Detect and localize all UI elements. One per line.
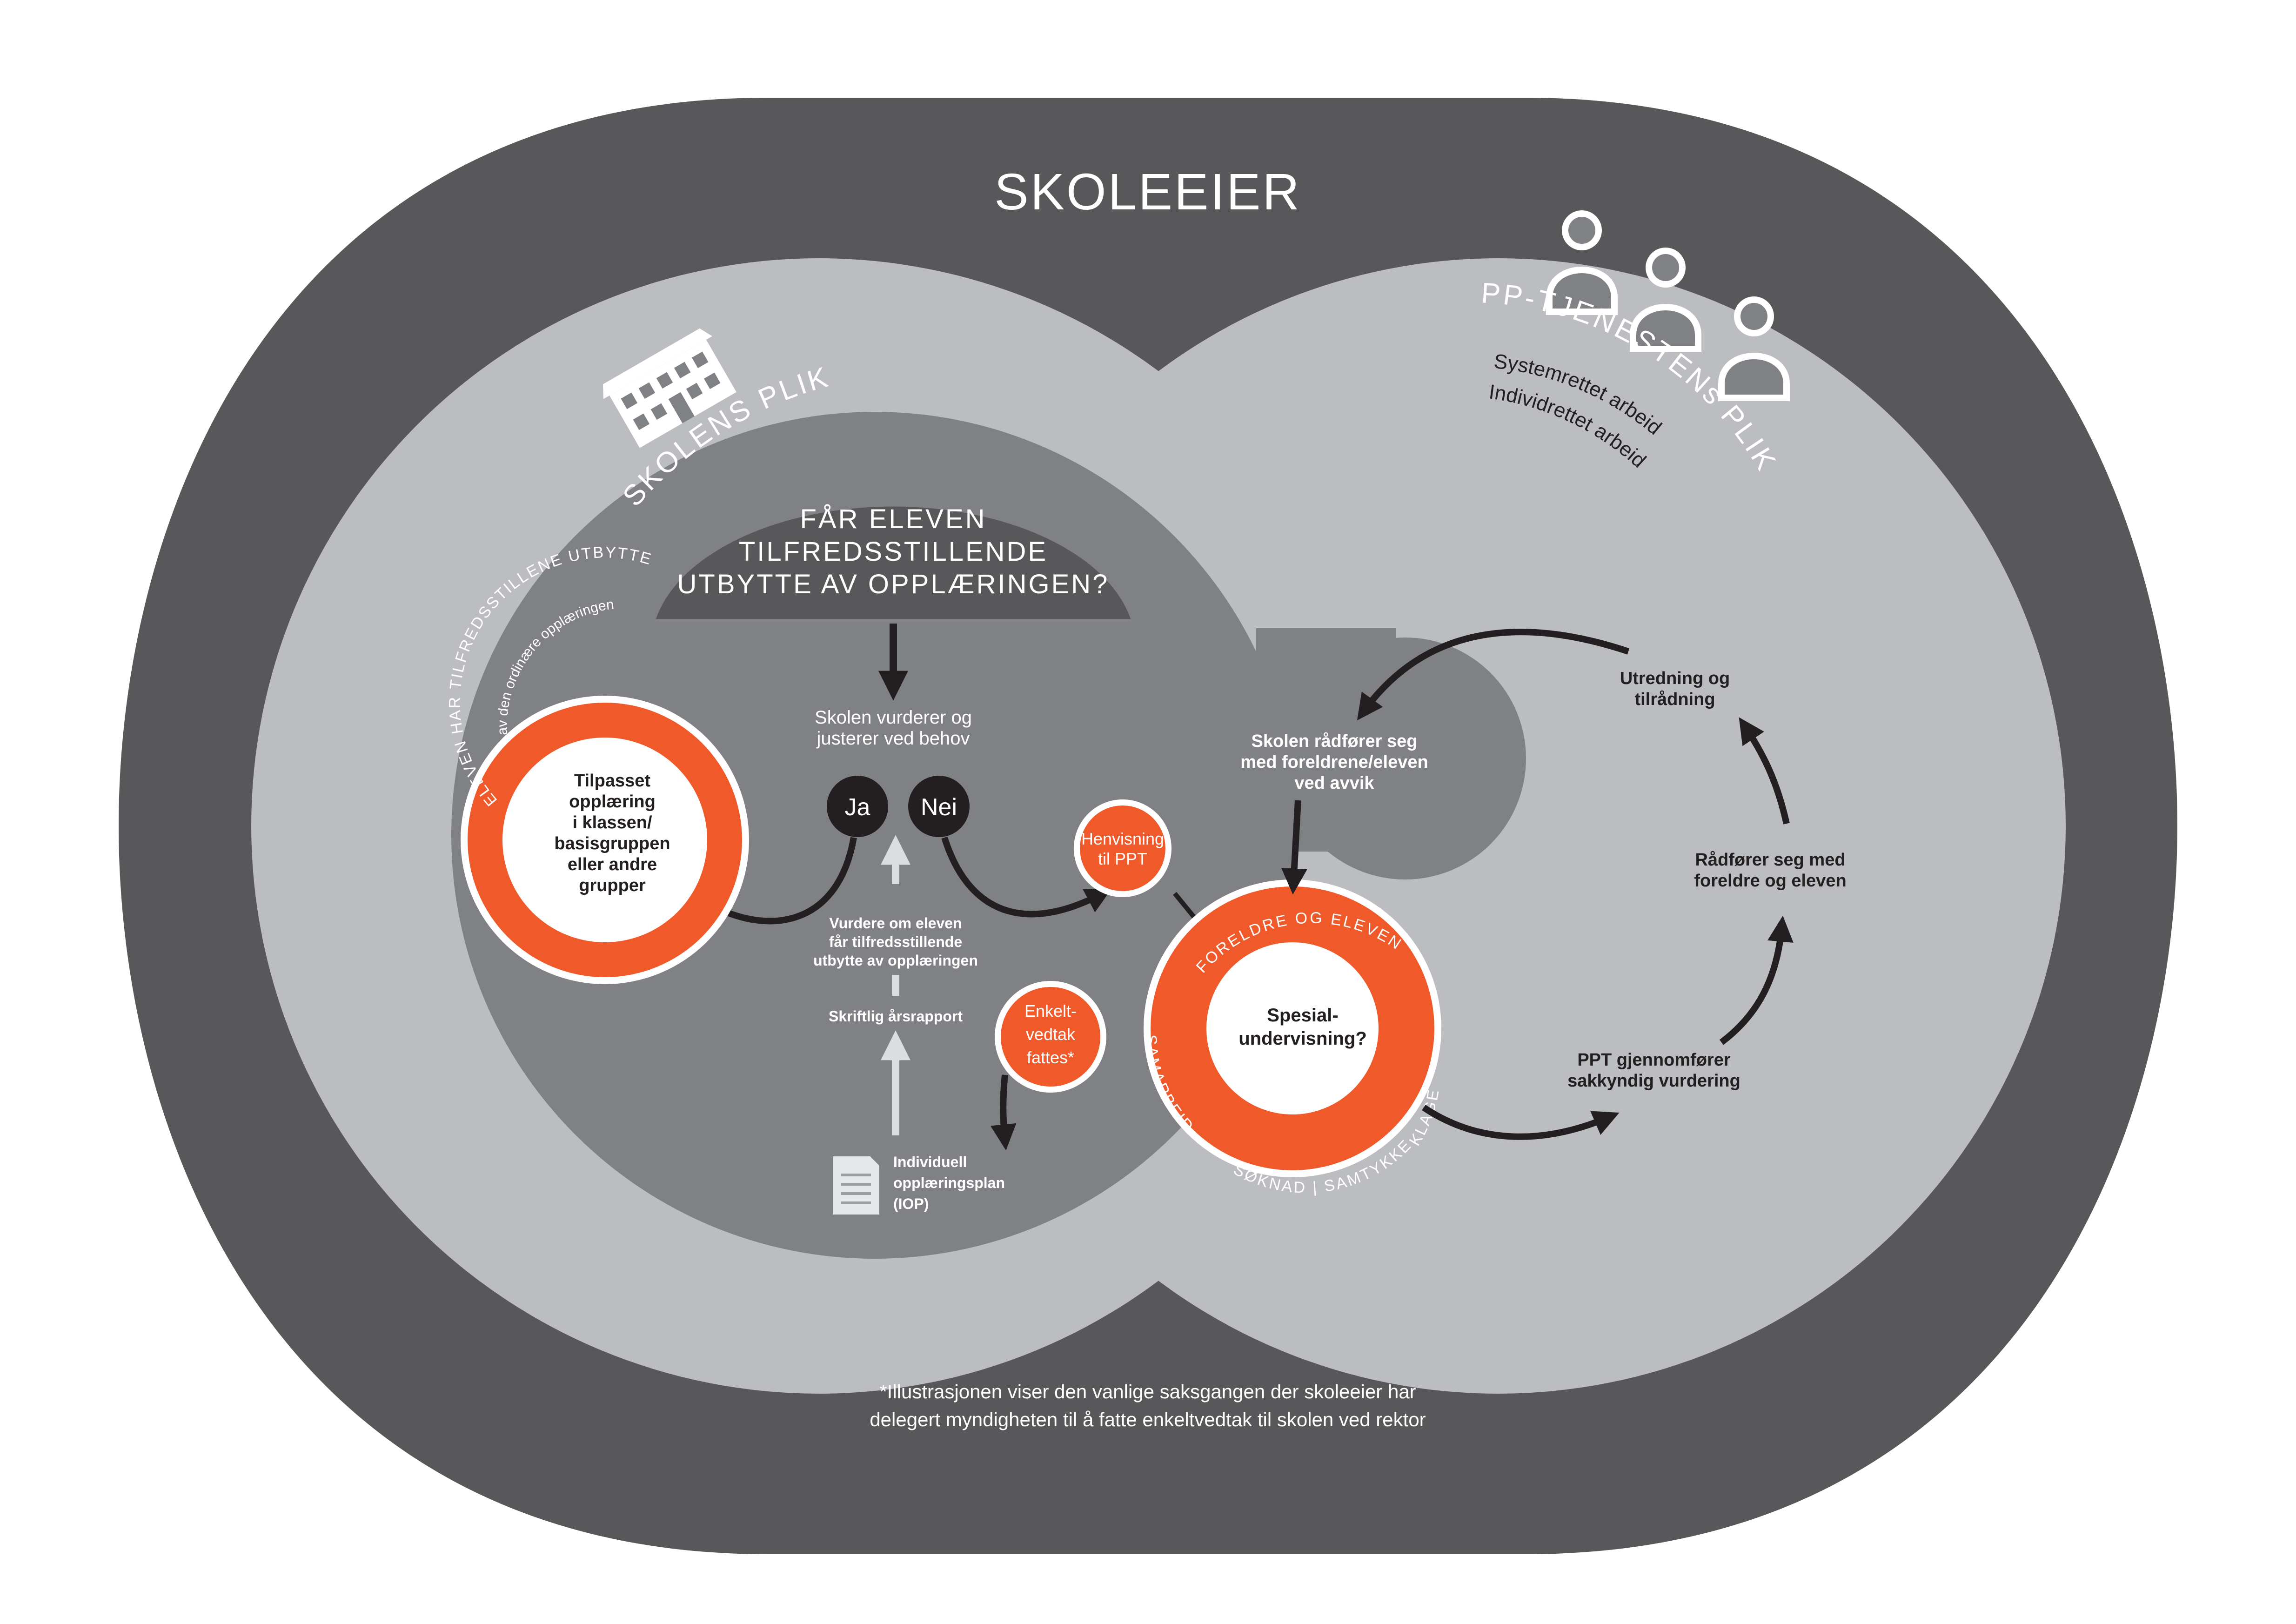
ppt-step-report-2: tilrådning	[1634, 690, 1715, 709]
advise-line-2: med foreldrene/eleven	[1240, 752, 1428, 772]
evaluate-line-3: utbytte av opplæringen	[813, 952, 978, 969]
satisfied-line-6: grupper	[579, 876, 646, 895]
ppt-step-consult-2: foreldre og eleven	[1694, 871, 1846, 891]
no-label: Nei	[921, 794, 957, 821]
special-education-ring	[1144, 879, 1441, 1177]
satisfied-line-1: Tilpasset	[574, 771, 650, 791]
question-dome	[656, 506, 1131, 619]
special-line-1: Spesial-	[1267, 1005, 1338, 1026]
people-group-icon	[1546, 210, 1790, 401]
iop-line-1: Individuell	[893, 1154, 967, 1170]
satisfied-ring	[461, 696, 749, 984]
connector-referral	[1173, 892, 1198, 921]
iop-line-2: opplæringsplan	[893, 1174, 1005, 1191]
special-line-2: undervisning?	[1238, 1028, 1367, 1049]
ppt-step-report-1: Utredning og	[1620, 669, 1730, 688]
decision-line-3: fattes*	[1027, 1048, 1074, 1067]
assess-line-1: Skolen vurderer og	[815, 707, 972, 728]
yes-node	[827, 776, 888, 837]
referral-line-2: til PPT	[1098, 849, 1147, 868]
evaluate-line-2: får tilfredsstillende	[829, 933, 962, 950]
satisfied-line-2: opplæring	[569, 792, 656, 812]
satisfied-line-5: eller andre	[568, 855, 657, 874]
owner-title: SKOLEEIER	[994, 163, 1301, 221]
footnote-line-2: delegert myndigheten til å fatte enkeltv…	[870, 1409, 1426, 1430]
decision-node	[995, 981, 1106, 1093]
annual-report: Skriftlig årsrapport	[829, 1008, 963, 1025]
satisfied-line-4: basisgruppen	[554, 834, 670, 853]
satisfied-line-3: i klassen/	[572, 813, 652, 832]
decision-line-2: vedtak	[1026, 1025, 1076, 1044]
ppt-step-assessment-2: sakkyndig vurdering	[1567, 1071, 1740, 1091]
arrow-report-to-advise	[1357, 629, 1630, 721]
referral-node	[1074, 799, 1171, 897]
question-line-1: FÅR ELEVEN	[800, 504, 987, 534]
advise-line-1: Skolen rådfører seg	[1252, 731, 1418, 751]
arrow-special-to-assessment	[1422, 1105, 1620, 1140]
advise-line-3: ved avvik	[1294, 773, 1374, 793]
school-building-icon	[603, 328, 736, 448]
assess-line-2: justerer ved behov	[816, 728, 970, 749]
no-node	[908, 776, 970, 837]
referral-line-1: Henvisning	[1081, 829, 1164, 848]
question-line-2: TILFREDSSTILLENDE	[739, 537, 1048, 567]
ppt-step-assessment-1: PPT gjennomfører	[1577, 1050, 1731, 1070]
iop-line-3: (IOP)	[893, 1195, 929, 1212]
question-line-3: UTBYTTE AV OPPLÆRINGEN?	[677, 569, 1110, 599]
arrow-yes-to-satisfied	[698, 837, 857, 925]
arrow-decision-to-iop	[990, 1074, 1017, 1151]
decision-line-1: Enkelt-	[1024, 1001, 1077, 1020]
yes-label: Ja	[845, 794, 870, 821]
document-icon	[833, 1156, 879, 1215]
arrow-consult-to-report	[1739, 717, 1790, 825]
evaluate-line-1: Vurdere om eleven	[829, 915, 962, 932]
arrow-assessment-to-consult	[1719, 915, 1794, 1045]
arrow-advise-to-special	[1281, 800, 1307, 895]
ppt-step-consult-1: Rådfører seg med	[1695, 850, 1845, 870]
footnote-line-1: *Illustrasjonen viser den vanlige saksga…	[879, 1381, 1416, 1403]
arrow-no-to-referral	[941, 836, 1112, 918]
